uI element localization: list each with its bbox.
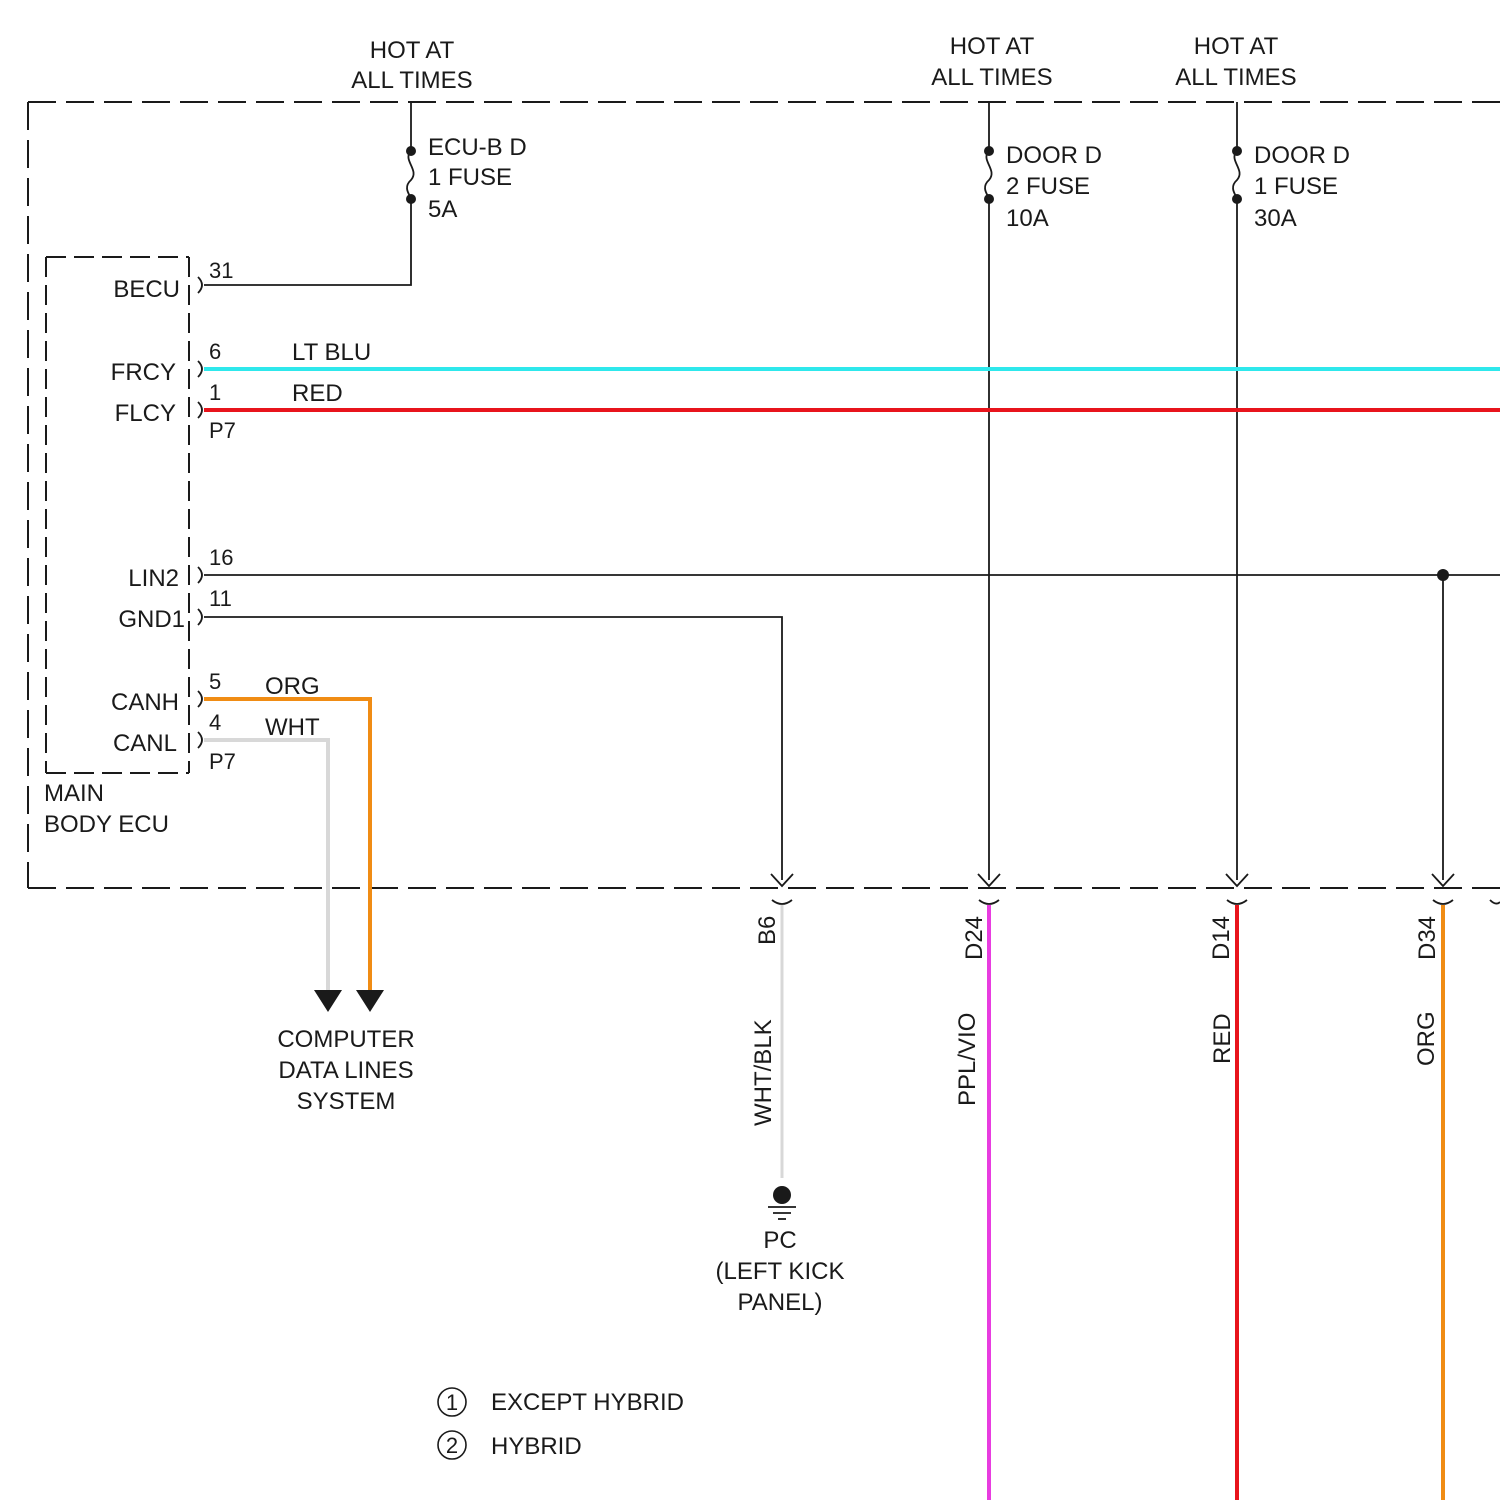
fuse-ecu-b (204, 102, 416, 285)
fuse-3-name: DOOR D (1254, 142, 1350, 169)
power-source-3-line1: HOT AT (1194, 33, 1279, 60)
fuse-1-line2: 1 FUSE (428, 164, 512, 191)
legend-label-2: HYBRID (491, 1433, 582, 1460)
wire-label-ppl-vio: PPL/VIO (954, 1013, 981, 1106)
wire-label-d14-red: RED (1209, 1013, 1236, 1064)
bottom-connector-marks (772, 900, 1500, 904)
ground-icon (768, 1207, 796, 1219)
power-source-1-line1: HOT AT (370, 37, 455, 64)
pin-4: 4 (209, 710, 221, 735)
terminal-canh: CANH (111, 689, 179, 716)
wire-canh-org (204, 699, 370, 992)
wire-label-wht: WHT (265, 714, 320, 741)
ground-point (773, 1186, 791, 1204)
pin-d34: D34 (1414, 916, 1441, 960)
terminal-canl: CANL (113, 730, 177, 757)
wire-label-lt-blu: LT BLU (292, 339, 371, 366)
pin-6: 6 (209, 339, 221, 364)
terminal-flcy: FLCY (115, 400, 176, 427)
data-lines-line2: DATA LINES (278, 1057, 413, 1084)
pin-11: 11 (209, 586, 232, 611)
fuse-3-rating: 30A (1254, 205, 1297, 232)
power-source-2-line1: HOT AT (950, 33, 1035, 60)
ground-line1: PC (763, 1227, 796, 1254)
fuse-door-d2 (978, 102, 1000, 886)
wire-gnd1 (204, 617, 782, 880)
arrow-canh (356, 990, 384, 1012)
legend-label-1: EXCEPT HYBRID (491, 1389, 684, 1416)
pin-d24: D24 (961, 916, 988, 960)
data-lines-line1: COMPUTER (277, 1026, 414, 1053)
terminal-becu: BECU (113, 276, 180, 303)
power-source-2-line2: ALL TIMES (931, 64, 1052, 91)
power-source-3-line2: ALL TIMES (1175, 64, 1296, 91)
pin-31: 31 (209, 258, 233, 283)
fuse-1-name: ECU-B D (428, 134, 527, 161)
wire-canl-wht (204, 740, 328, 992)
pin-16: 16 (209, 545, 233, 570)
fuse-door-d1 (1226, 102, 1248, 886)
legend: 1 EXCEPT HYBRID 2 HYBRID (438, 1388, 684, 1460)
fuse-2-line2: 2 FUSE (1006, 173, 1090, 200)
ecu-connector-pins (198, 277, 202, 748)
ground-line2: (LEFT KICK (716, 1258, 845, 1285)
wire-label-red: RED (292, 380, 343, 407)
connector-p7-lower: P7 (209, 749, 236, 774)
fuse-1-rating: 5A (428, 196, 457, 223)
connector-p7-upper: P7 (209, 418, 236, 443)
wire-label-d34-org: ORG (1413, 1011, 1440, 1066)
arrow-canl (314, 990, 342, 1012)
wire-label-org: ORG (265, 673, 320, 700)
ecu-name-line1: MAIN (44, 780, 104, 807)
fuse-2-name: DOOR D (1006, 142, 1102, 169)
data-lines-line3: SYSTEM (297, 1088, 396, 1115)
power-source-1-line2: ALL TIMES (351, 67, 472, 94)
terminal-lin2: LIN2 (128, 565, 179, 592)
fuse-3-line2: 1 FUSE (1254, 173, 1338, 200)
legend-num-2: 2 (446, 1433, 458, 1458)
pin-1: 1 (209, 380, 221, 405)
legend-num-1: 1 (446, 1390, 458, 1415)
wire-label-wht-blk: WHT/BLK (750, 1019, 777, 1126)
terminal-frcy: FRCY (111, 359, 176, 386)
ecu-name-line2: BODY ECU (44, 811, 169, 838)
ground-line3: PANEL) (738, 1289, 823, 1316)
terminal-gnd1: GND1 (118, 606, 185, 633)
pin-5: 5 (209, 669, 221, 694)
fuse-2-rating: 10A (1006, 205, 1049, 232)
pin-d14: D14 (1208, 916, 1235, 960)
pin-b6: B6 (754, 916, 781, 945)
